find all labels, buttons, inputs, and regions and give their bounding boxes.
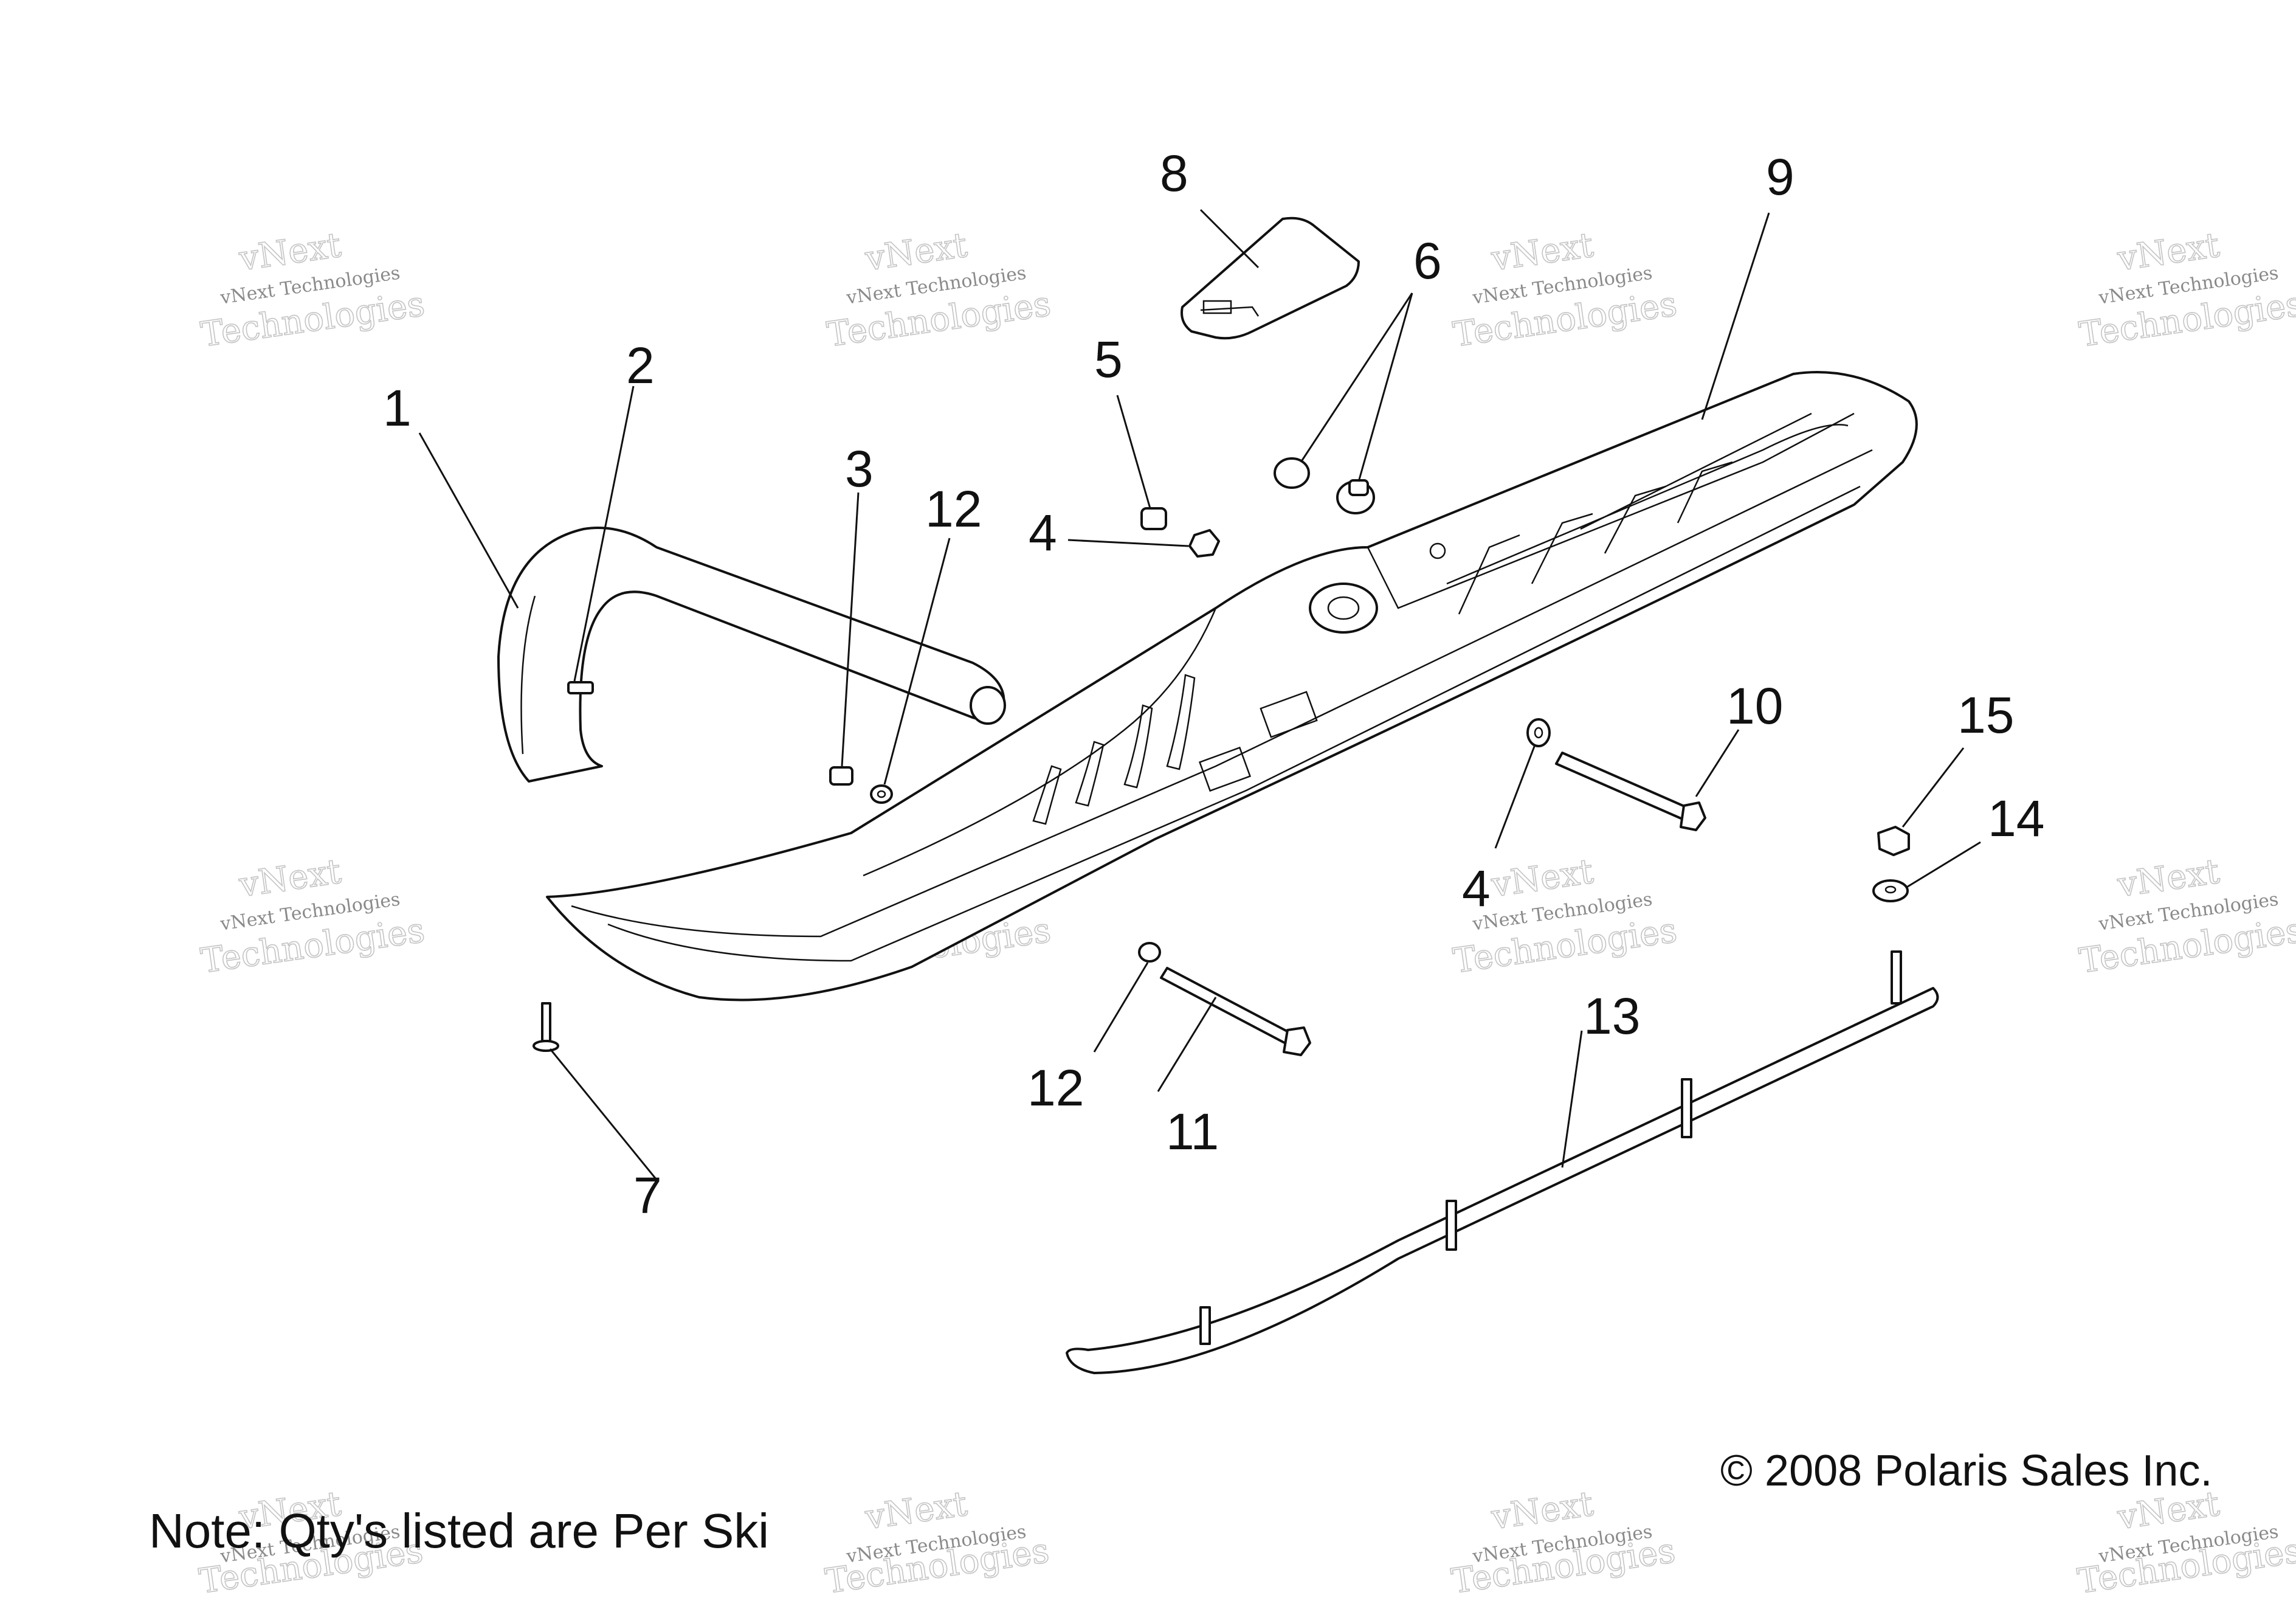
callout-12-top: 12 bbox=[925, 480, 982, 538]
svg-text:vNext: vNext bbox=[863, 1484, 970, 1538]
svg-text:vNext: vNext bbox=[2115, 852, 2222, 905]
part-4-washer-mid bbox=[1526, 718, 1551, 747]
part-13-runner bbox=[1066, 950, 1939, 1374]
callout-4-bottom: 4 bbox=[1462, 860, 1491, 917]
leader-lines bbox=[418, 209, 1981, 1180]
callouts: 1 2 3 12 4 5 8 6 9 10 15 14 4 12 11 7 13 bbox=[383, 145, 2044, 1224]
part-10-bolt bbox=[1555, 752, 1706, 831]
callout-13: 13 bbox=[1584, 988, 1640, 1045]
part-8-wear-pad bbox=[1181, 216, 1360, 340]
ski-body bbox=[546, 371, 1918, 1001]
watermark-grid: vNext vNext Technologies Technologies vN… bbox=[196, 225, 2296, 1598]
svg-text:vNext: vNext bbox=[1489, 226, 1596, 279]
part-11-bolt bbox=[1160, 967, 1311, 1056]
callout-15: 15 bbox=[1957, 687, 2014, 744]
callout-7: 7 bbox=[633, 1167, 662, 1224]
part-12-washer-top bbox=[870, 784, 893, 804]
watermark: vNext vNext Technologies Technologies bbox=[198, 225, 428, 355]
svg-text:vNext: vNext bbox=[863, 226, 970, 279]
svg-text:vNext: vNext bbox=[1489, 1484, 1596, 1538]
ski-handle bbox=[497, 527, 1006, 783]
part-4-washer-top bbox=[1188, 529, 1220, 558]
copyright-text: © 2008 Polaris Sales Inc. bbox=[1720, 1447, 2212, 1495]
watermark: vNext vNext Technologies Technologies bbox=[2077, 225, 2296, 355]
part-15-locknut bbox=[1877, 826, 1910, 856]
callout-10: 10 bbox=[1726, 677, 1783, 735]
callout-9: 9 bbox=[1766, 148, 1794, 206]
callout-5: 5 bbox=[1094, 331, 1123, 388]
watermark: vNext vNext Technologies Technologies bbox=[1449, 1484, 1678, 1598]
part-12-washer-bottom bbox=[1138, 942, 1161, 963]
svg-text:vNext: vNext bbox=[2115, 226, 2222, 279]
watermark: vNext vNext Technologies Technologies bbox=[1450, 225, 1680, 355]
part-3-nut bbox=[829, 766, 853, 786]
callout-4-top: 4 bbox=[1029, 504, 1057, 561]
part-5-nut bbox=[1140, 507, 1167, 530]
part-6-bushing-left bbox=[1274, 457, 1310, 489]
callout-8: 8 bbox=[1160, 145, 1188, 202]
callout-11: 11 bbox=[1166, 1103, 1219, 1160]
callout-3: 3 bbox=[845, 440, 874, 497]
part-14-washer bbox=[1872, 879, 1909, 902]
part-7-screw bbox=[533, 1002, 559, 1052]
svg-text:vNext: vNext bbox=[236, 852, 344, 905]
svg-text:vNext: vNext bbox=[1489, 852, 1596, 905]
callout-2: 2 bbox=[626, 337, 655, 394]
callout-1: 1 bbox=[383, 379, 412, 437]
part-2-pin bbox=[567, 681, 594, 694]
callout-12-bottom: 12 bbox=[1027, 1059, 1084, 1116]
part-6-bushing-right bbox=[1336, 479, 1375, 514]
watermark: vNext vNext Technologies Technologies bbox=[198, 851, 428, 981]
watermark: vNext vNext Technologies Technologies bbox=[822, 1484, 1052, 1598]
watermark: vNext vNext Technologies Technologies bbox=[824, 225, 1054, 355]
callout-6: 6 bbox=[1413, 232, 1442, 289]
quantity-note: Note: Qty's listed are Per Ski bbox=[149, 1504, 769, 1558]
svg-text:vNext: vNext bbox=[236, 226, 344, 279]
watermark: vNext vNext Technologies Technologies bbox=[2077, 851, 2296, 981]
callout-14: 14 bbox=[1988, 790, 2044, 847]
